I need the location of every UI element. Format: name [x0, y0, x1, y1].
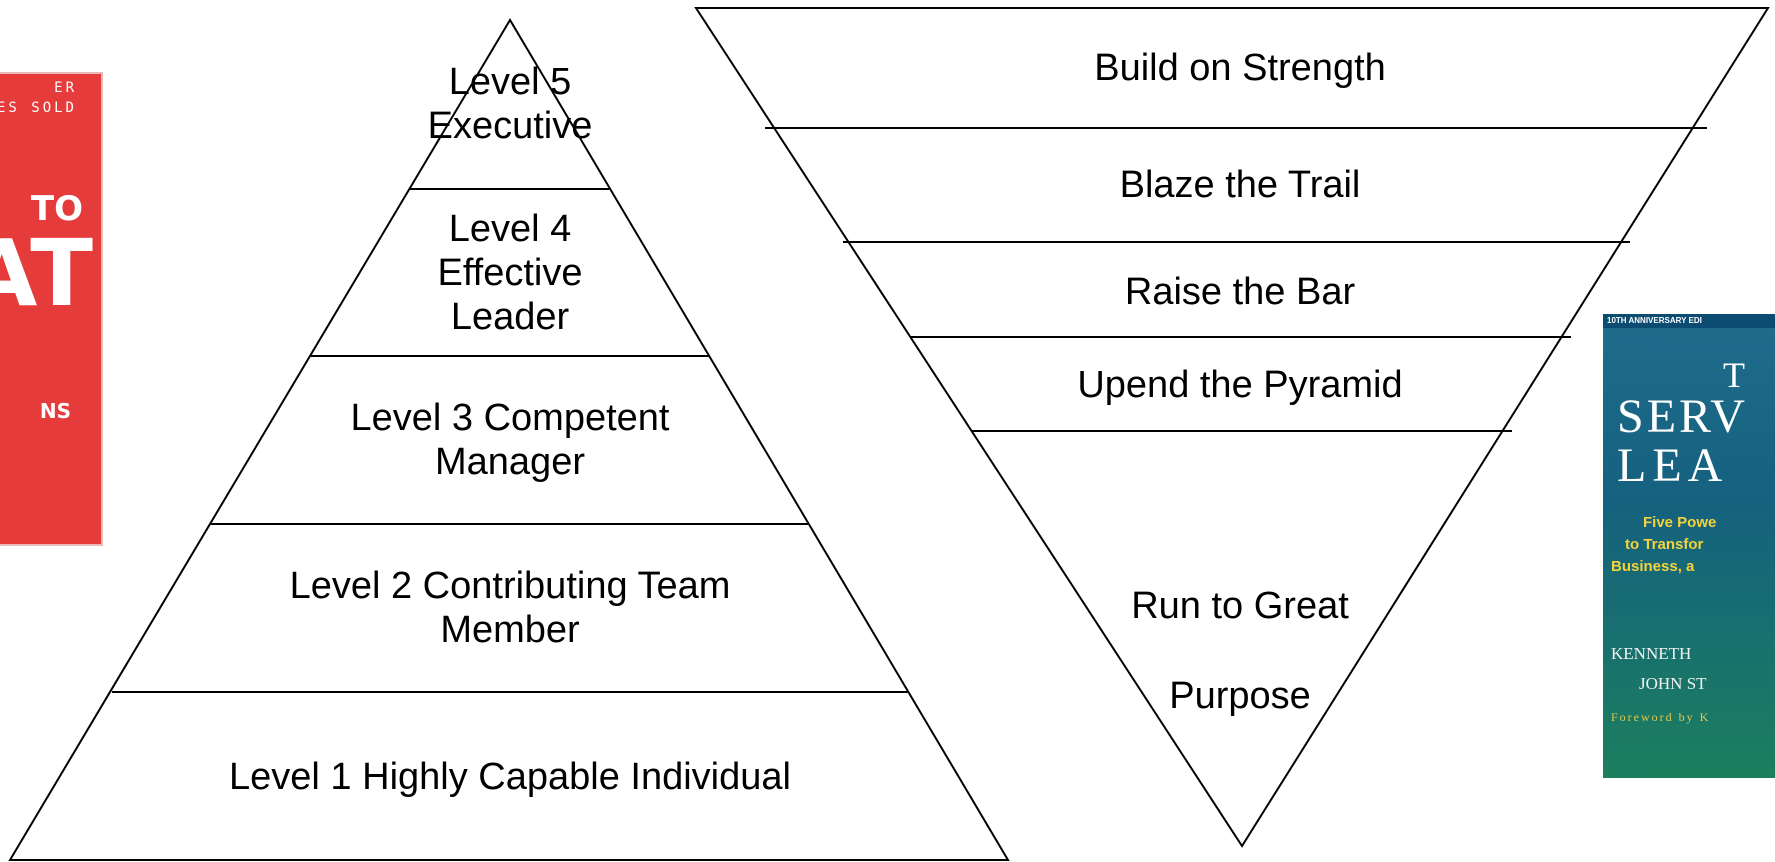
book-cover-left: ER ES SOLD TO AT NS	[0, 72, 103, 546]
inverted-band-5-label: Run to Great Purpose	[1040, 584, 1440, 718]
book-right-author-1: KENNETH	[1611, 644, 1692, 663]
book-right-subtitle-3: Business, a	[1611, 558, 1695, 575]
pyramid-level-4-line-2: Effective	[437, 252, 583, 294]
pyramid-level-5-line-1: Level 5	[448, 61, 572, 103]
book-left-title-2: AT	[0, 220, 93, 327]
book-left-author: NS	[39, 399, 71, 423]
pyramid-level-1-label: Level 1 Highly Capable Individual	[110, 755, 910, 799]
book-right-title-1: T	[1723, 355, 1745, 395]
pyramid-level-5-label: Level 5 Executive	[360, 60, 660, 148]
book-right-foreword: Foreword by K	[1611, 710, 1711, 724]
book-right-edition: 10TH ANNIVERSARY EDI	[1603, 314, 1775, 328]
book-right-title-3: LEA	[1617, 439, 1729, 492]
pyramid-outline	[8, 18, 1010, 861]
pyramid-level-4-label: Level 4 Effective Leader	[360, 207, 660, 339]
book-right-subtitle-2: to Transfor	[1625, 536, 1704, 553]
pyramid-level-3-line-1: Level 3 Competent	[350, 397, 670, 439]
inverted-band-3-label: Raise the Bar	[1124, 271, 1356, 313]
book-cover-right: 10TH ANNIVERSARY EDI T SERV LEA Five Pow…	[1603, 314, 1775, 778]
pyramid-level-4-line-1: Level 4	[448, 208, 572, 250]
inverted-band-5-line-2: Purpose	[1169, 675, 1311, 717]
book-left-title-1: TO	[30, 189, 83, 229]
pyramid-level-4-line-3: Leader	[450, 296, 570, 338]
inverted-band-4-label: Upend the Pyramid	[1077, 364, 1403, 406]
pyramid-level-2-line-2: Member	[440, 609, 580, 651]
inverted-pyramid-outline	[694, 7, 1770, 848]
book-right-author-2: JOHN ST	[1639, 674, 1707, 693]
book-cover-right-background	[1603, 314, 1775, 778]
book-right-title-2: SERV	[1617, 390, 1748, 443]
pyramid-level-1-line-1: Level 1 Highly Capable Individual	[229, 756, 791, 798]
book-left-tagline-2: ES SOLD	[0, 100, 77, 116]
pyramid-level-3-line-2: Manager	[435, 441, 585, 483]
inverted-band-5-line-1: Run to Great	[1131, 585, 1349, 627]
pyramid-level-3-label: Level 3 Competent Manager	[260, 396, 760, 484]
pyramid-level-5-line-2: Executive	[427, 105, 593, 147]
inverted-band-1-label: Build on Strength	[1094, 47, 1386, 89]
book-right-subtitle-1: Five Powe	[1643, 514, 1717, 531]
book-left-tagline-1: ER	[54, 80, 77, 96]
inverted-band-2-label: Blaze the Trail	[1119, 164, 1361, 206]
book-cover-left-background	[0, 74, 101, 544]
pyramid-level-2-line-1: Level 2 Contributing Team	[289, 565, 731, 607]
pyramid-level-2-label: Level 2 Contributing Team Member	[160, 564, 860, 652]
